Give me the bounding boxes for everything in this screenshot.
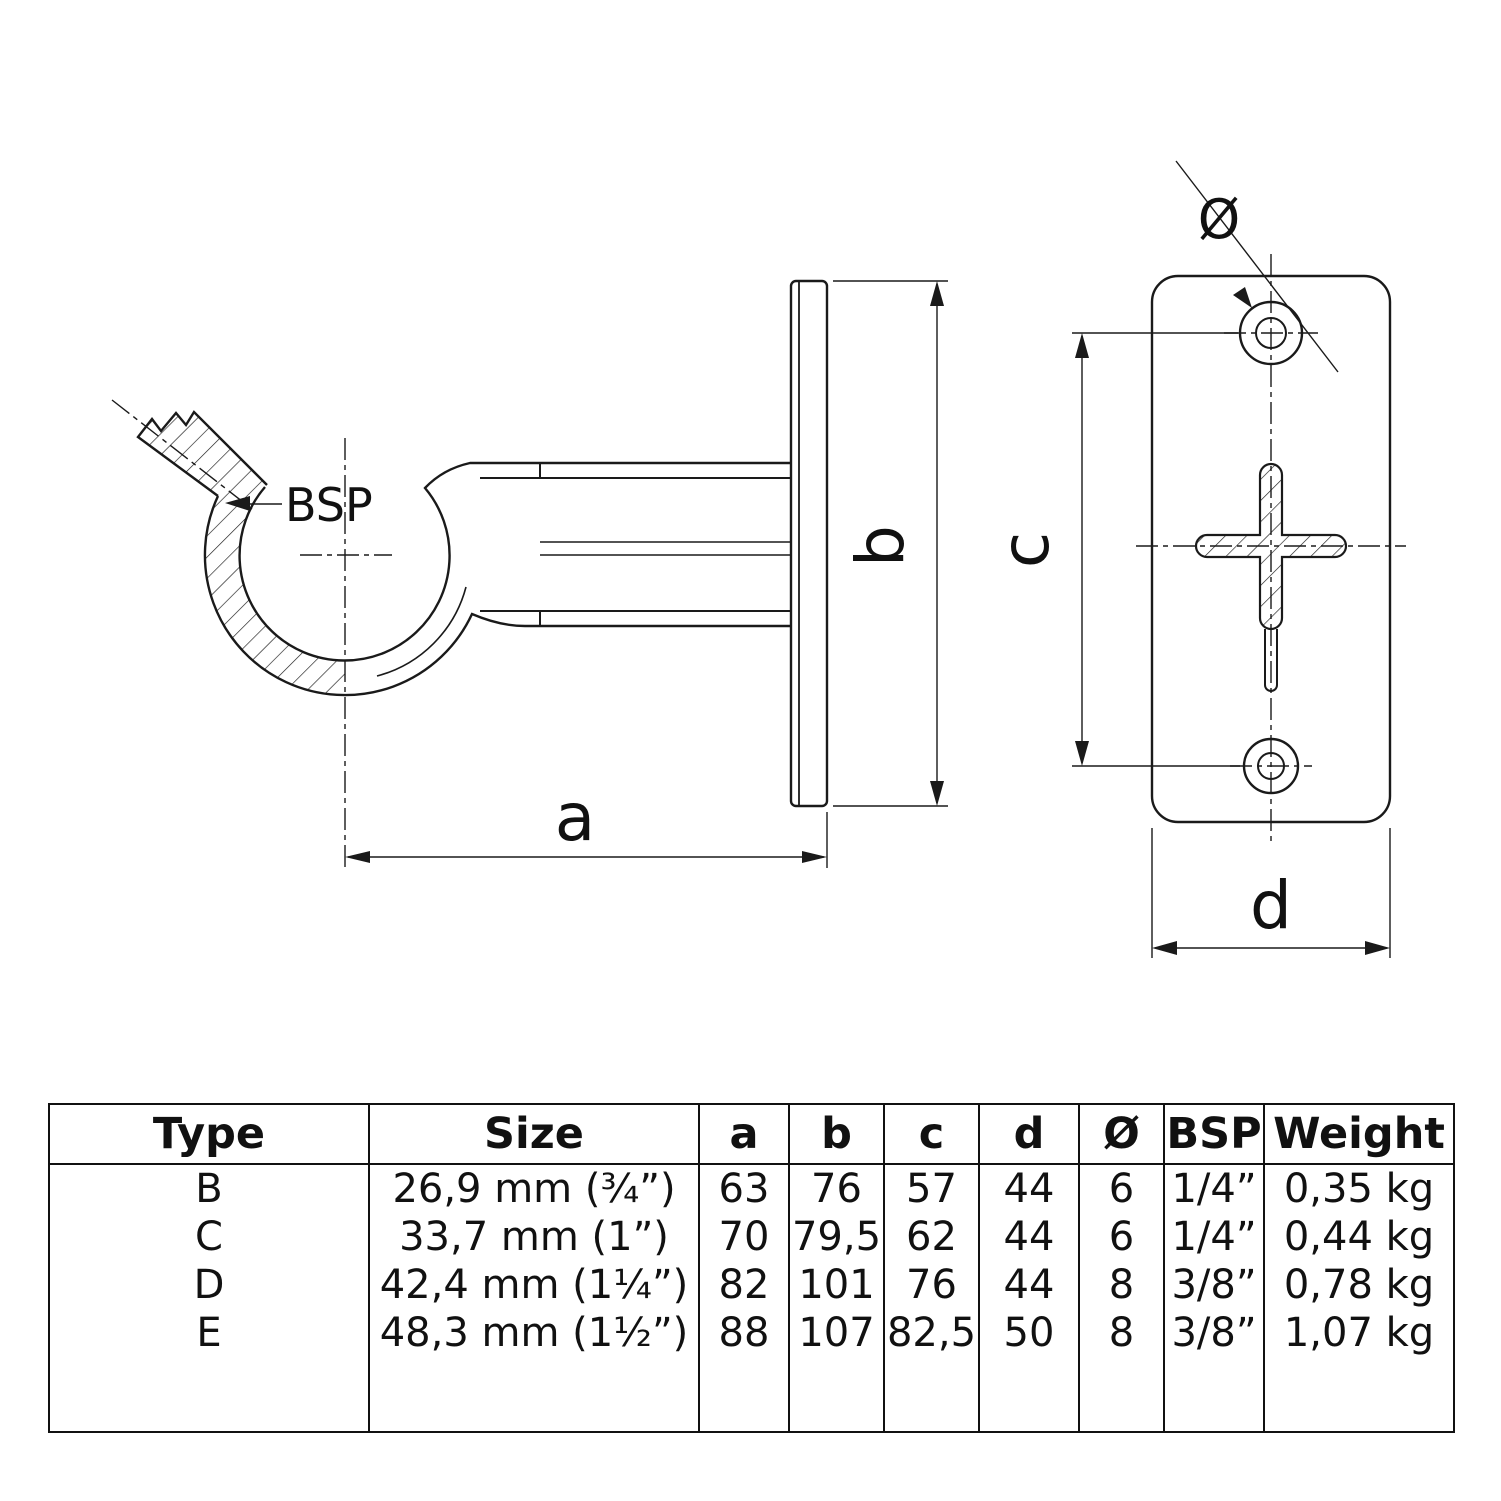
cell-diameter: 8 <box>1078 1309 1165 1357</box>
table-row-type-c: C 33,7 mm (1”) 70 79,5 62 44 6 1/4” 0,44… <box>48 1213 1455 1261</box>
cell-type: E <box>48 1309 370 1357</box>
cell-type: D <box>48 1261 370 1309</box>
column-header-diameter: Ø <box>1078 1104 1165 1165</box>
column-header-bsp: BSP <box>1163 1104 1265 1165</box>
cell-bsp: 1/4” <box>1163 1164 1265 1213</box>
cell-weight: 0,35 kg <box>1263 1164 1455 1213</box>
diameter-symbol: Ø <box>1198 188 1241 251</box>
dim-a-label: a <box>555 779 595 856</box>
dim-b-label: b <box>842 525 919 567</box>
section-hatching <box>138 412 345 696</box>
diameter-arrowhead <box>1233 287 1252 308</box>
column-header-d: d <box>978 1104 1080 1165</box>
cell-bsp: 1/4” <box>1163 1213 1265 1261</box>
cell-diameter: 6 <box>1078 1164 1165 1213</box>
table-spacer-row <box>48 1357 1455 1432</box>
cell-b: 76 <box>788 1164 885 1213</box>
column-header-size: Size <box>368 1104 700 1165</box>
cell-a: 63 <box>698 1164 790 1213</box>
hook-fillet-line <box>376 586 467 677</box>
spec-table: Type Size a b c d Ø BSP Weight B 26,9 mm… <box>48 1103 1455 1433</box>
cell-size: 48,3 mm (1½”) <box>368 1309 700 1357</box>
cell-diameter: 8 <box>1078 1261 1165 1309</box>
hook-inner-outline <box>238 461 791 662</box>
cell-c: 76 <box>883 1261 980 1309</box>
table-row-type-b: B 26,9 mm (¾”) 63 76 57 44 6 1/4” 0,35 k… <box>48 1164 1455 1213</box>
threaded-boss-outline <box>136 410 268 497</box>
cell-a: 70 <box>698 1213 790 1261</box>
column-header-a: a <box>698 1104 790 1165</box>
column-header-c: c <box>883 1104 980 1165</box>
stem-lines <box>480 463 791 626</box>
boss-axis-centerline <box>111 399 253 510</box>
table-header-row: Type Size a b c d Ø BSP Weight <box>48 1104 1455 1165</box>
column-header-weight: Weight <box>1263 1104 1455 1165</box>
cell-d: 50 <box>978 1309 1080 1357</box>
cell-d: 44 <box>978 1261 1080 1309</box>
table-row-type-d: D 42,4 mm (1¼”) 82 101 76 44 8 3/8” 0,78… <box>48 1261 1455 1309</box>
bsp-arrowhead <box>225 496 250 511</box>
bsp-label: BSP <box>285 478 373 532</box>
cell-d: 44 <box>978 1213 1080 1261</box>
cell-diameter: 6 <box>1078 1213 1165 1261</box>
dimension-d: d <box>1151 828 1391 958</box>
diameter-callout: Ø <box>1175 160 1339 373</box>
cell-a: 82 <box>698 1261 790 1309</box>
cross-boss-section <box>1194 462 1348 631</box>
hook-outer-outline <box>203 495 791 697</box>
cell-bsp: 3/8” <box>1163 1261 1265 1309</box>
cell-c: 57 <box>883 1164 980 1213</box>
cell-d: 44 <box>978 1164 1080 1213</box>
column-header-b: b <box>788 1104 885 1165</box>
front-centerlines <box>1136 254 1406 842</box>
cell-type: B <box>48 1164 370 1213</box>
front-view: Ø c d <box>987 160 1406 958</box>
dimension-a: a <box>345 779 828 868</box>
column-header-type: Type <box>48 1104 370 1165</box>
side-view: BSP a b <box>111 279 948 868</box>
cell-c: 82,5 <box>883 1309 980 1357</box>
cell-size: 26,9 mm (¾”) <box>368 1164 700 1213</box>
cell-size: 42,4 mm (1¼”) <box>368 1261 700 1309</box>
threaded-boss-section <box>138 412 267 496</box>
cell-weight: 0,44 kg <box>1263 1213 1455 1261</box>
table-row-type-e: E 48,3 mm (1½”) 88 107 82,5 50 8 3/8” 1,… <box>48 1309 1455 1357</box>
dimension-b: b <box>833 280 948 807</box>
side-centerlines <box>111 399 392 868</box>
cell-b: 107 <box>788 1309 885 1357</box>
dim-c-label: c <box>987 532 1064 568</box>
dimension-c: c <box>987 332 1240 767</box>
technical-drawing: BSP a b <box>111 160 1406 958</box>
cell-type: C <box>48 1213 370 1261</box>
cell-weight: 0,78 kg <box>1263 1261 1455 1309</box>
wall-plate-side <box>789 279 829 808</box>
dim-d-label: d <box>1250 867 1292 944</box>
bsp-callout: BSP <box>225 478 373 532</box>
cell-b: 101 <box>788 1261 885 1309</box>
cell-size: 33,7 mm (1”) <box>368 1213 700 1261</box>
cell-b: 79,5 <box>788 1213 885 1261</box>
cell-bsp: 3/8” <box>1163 1309 1265 1357</box>
cell-weight: 1,07 kg <box>1263 1309 1455 1357</box>
cell-c: 62 <box>883 1213 980 1261</box>
cell-a: 88 <box>698 1309 790 1357</box>
